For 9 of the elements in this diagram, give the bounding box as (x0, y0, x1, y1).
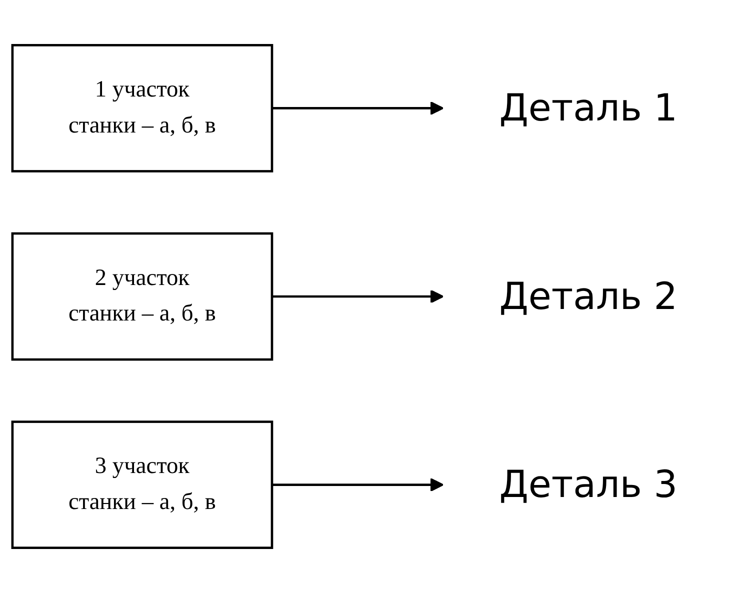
node-text: Деталь 3 (499, 463, 678, 507)
arrow (272, 478, 444, 492)
arrow (272, 101, 444, 116)
node-box: 2 участок станки – а, б, в (11, 232, 274, 361)
node-text: Деталь 1 (499, 86, 678, 130)
node-text: Деталь 2 (499, 274, 678, 318)
node-box: 3 участок станки – а, б, в (11, 420, 274, 549)
node-box: 1 участок станки – а, б, в (11, 44, 274, 172)
arrow (272, 290, 444, 304)
